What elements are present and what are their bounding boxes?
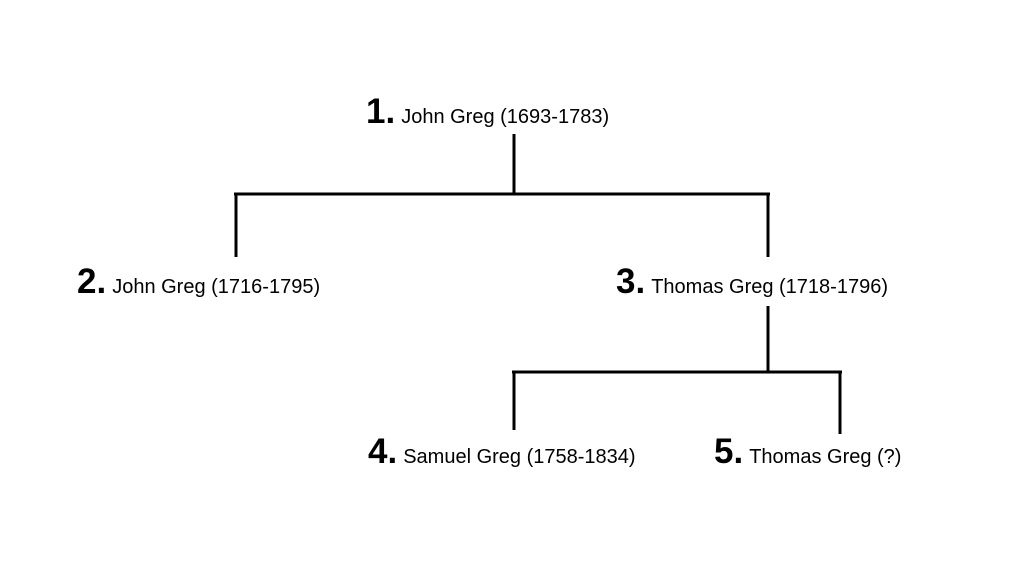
person-3: 3.Thomas Greg (1718-1796) [616,264,888,299]
person-number: 5. [714,432,744,471]
person-label: John Greg (1693-1783) [401,106,610,128]
person-number: 1. [366,92,396,131]
person-4: 4.Samuel Greg (1758-1834) [368,434,636,469]
person-label: Samuel Greg (1758-1834) [403,446,636,468]
person-number: 3. [616,262,646,301]
person-5: 5.Thomas Greg (?) [714,434,901,469]
person-1: 1.John Greg (1693-1783) [366,94,609,129]
person-label: Thomas Greg (1718-1796) [651,276,888,298]
person-number: 4. [368,432,398,471]
person-number: 2. [77,262,107,301]
person-label: Thomas Greg (?) [749,446,902,468]
person-label: John Greg (1716-1795) [112,276,321,298]
person-2: 2.John Greg (1716-1795) [77,264,320,299]
